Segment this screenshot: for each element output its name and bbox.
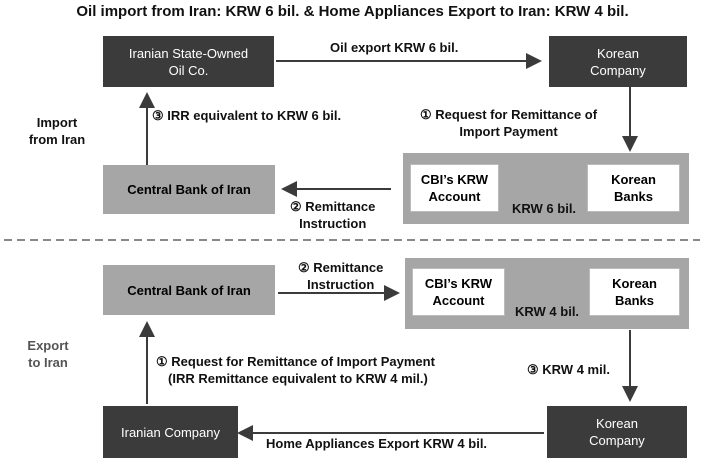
- diagram-title: Oil import from Iran: KRW 6 bil. & Home …: [76, 3, 629, 20]
- krw-4mil-label: ③ KRW 4 mil.: [527, 362, 610, 377]
- irr-equivalent-label: ③ IRR equivalent to KRW 6 bil.: [152, 108, 342, 123]
- korean-company-box-import: Korean Company: [549, 36, 687, 87]
- iranian-oil-co-box: Iranian State-Owned Oil Co.: [103, 36, 274, 87]
- import-section-label: Import from Iran: [28, 115, 86, 147]
- request-remittance-label-export: ① Request for Remittance of Import Payme…: [156, 354, 435, 386]
- krw-4bil-label: KRW 4 bil.: [515, 304, 580, 319]
- central-bank-of-iran-box-export: Central Bank of Iran: [103, 265, 275, 315]
- central-bank-of-iran-box-import: Central Bank of Iran: [103, 165, 275, 214]
- korean-banks-box-import: Korean Banks: [587, 164, 680, 212]
- remittance-instruction-label-import: ② Remittance Instruction: [290, 199, 376, 231]
- remittance-instruction-label-export: ② Remittance Instruction: [298, 260, 384, 292]
- request-remittance-label: ① Request for Remittance of Import Payme…: [420, 107, 598, 139]
- korean-company-box-export: Korean Company: [547, 406, 687, 458]
- cbi-krw-account-box-export: CBI’s KRW Account: [412, 268, 505, 316]
- home-appliances-export-label: Home Appliances Export KRW 4 bil.: [266, 436, 488, 451]
- cbi-krw-account-box-import: CBI’s KRW Account: [410, 164, 499, 212]
- korean-banks-box-export: Korean Banks: [589, 268, 680, 316]
- iranian-company-box: Iranian Company: [103, 406, 238, 458]
- oil-export-label: Oil export KRW 6 bil.: [330, 40, 459, 55]
- krw-6bil-label: KRW 6 bil.: [512, 201, 577, 216]
- export-section-label: Export to Iran: [27, 338, 69, 370]
